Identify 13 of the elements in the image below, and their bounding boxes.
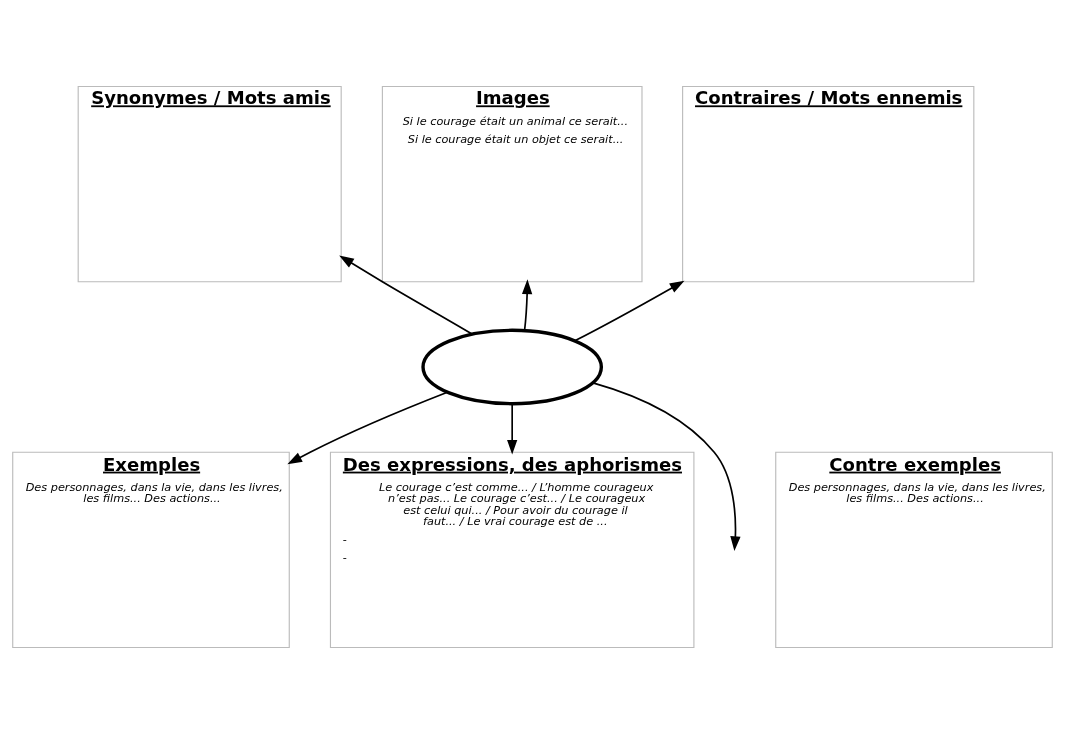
- arrow: [592, 381, 741, 551]
- node-ellipse: [421, 328, 604, 405]
- node-box: Exemples Des personnages, dans la vie, dans les livres, les films... Des actions...: [12, 451, 290, 648]
- node-box: Des expressions, des aphorismes Le courage c’est comme... / L’homme courageux n’est pas... Le courage c’est... / Le courageux est celui qui... / Pour avoir du courage il faut... / Le vrai courage est de ... - -: [329, 451, 695, 648]
- arrow: [287, 390, 449, 464]
- node-box: Contraires / Mots ennemis: [682, 85, 975, 282]
- node-box: Synonymes / Mots amis: [77, 85, 342, 282]
- node-box: Contre exemples Des personnages, dans la vie, dans les livres, les films... Des actions...: [775, 451, 1053, 648]
- node-box: Images Si le courage était un animal ce serait... Si le courage était un objet ce serait...: [381, 85, 643, 282]
- arrow: [522, 278, 533, 331]
- arrow: [339, 255, 473, 335]
- arrow: [507, 402, 518, 455]
- arrow: [573, 280, 685, 342]
